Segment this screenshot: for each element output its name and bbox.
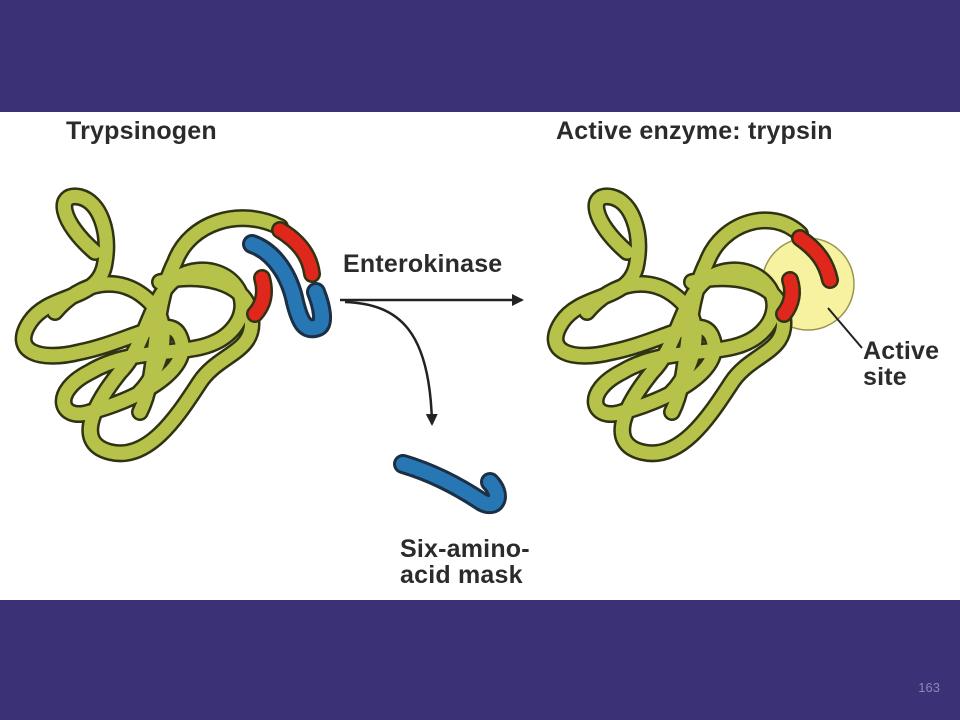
mask-label-line1: Six-amino-	[400, 535, 530, 563]
active-site-line1: Active	[863, 337, 940, 365]
arrows	[340, 294, 524, 426]
page-number: 163	[918, 680, 940, 695]
bottom-band	[0, 600, 960, 720]
enterokinase-label: Enterokinase	[343, 250, 503, 278]
active-site-pointer	[827, 307, 863, 349]
trypsinogen-molecule	[14, 187, 333, 463]
figure-panel: Trypsinogen Active enzyme: trypsin Enter…	[0, 112, 960, 600]
release-arrow	[344, 300, 438, 426]
trypsin-molecule	[546, 187, 863, 463]
active-site-line2: site	[863, 363, 907, 392]
diagram-svg	[14, 187, 863, 514]
active-site-label: Active site	[863, 338, 960, 391]
mask-label-line2: acid mask	[400, 561, 523, 590]
trypsinogen-title: Trypsinogen	[66, 117, 217, 145]
mask-label: Six-amino- acid mask	[400, 536, 600, 589]
trypsin-title: Active enzyme: trypsin	[556, 117, 833, 145]
top-band	[0, 0, 960, 112]
released-mask	[393, 454, 507, 514]
